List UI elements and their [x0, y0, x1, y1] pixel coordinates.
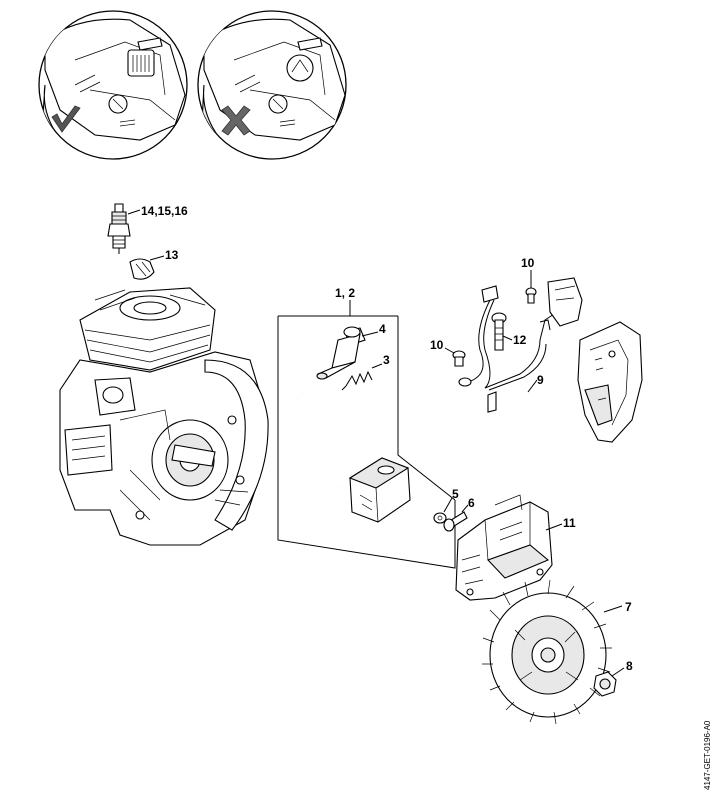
ignition-module: [284, 381, 411, 523]
engine-crankcase: [59, 287, 269, 546]
callout-plug-boot: 13: [165, 248, 179, 262]
callout-screw-top: 10: [521, 256, 535, 270]
screw-left: [444, 347, 466, 367]
spark-plug: [107, 203, 141, 254]
callout-spring: 3: [383, 353, 390, 367]
callout-spark-plug: 14,15,16: [141, 204, 188, 218]
callout-screw: 6: [468, 496, 475, 510]
callout-wire-harness: 9: [537, 373, 544, 387]
flywheel: [482, 579, 623, 725]
plug-boot: [129, 255, 165, 280]
callout-ignition-kit: 1, 2: [335, 286, 355, 300]
module-housing: [455, 494, 563, 601]
contact-spring: [341, 363, 383, 391]
ignition-boot: [316, 326, 379, 380]
bolt: [491, 312, 513, 351]
inset-incorrect: [197, 10, 347, 160]
callout-nut: 8: [626, 659, 633, 673]
flywheel-nut: [593, 667, 625, 697]
callout-bolt: 12: [513, 333, 527, 347]
callout-screw-left: 10: [430, 338, 444, 352]
side-cover: [577, 321, 643, 443]
check-mark-icon: [51, 105, 81, 133]
callout-boot: 4: [379, 322, 386, 336]
screw-top: [525, 270, 537, 304]
ignition-kit-bracket: [277, 300, 456, 569]
callout-flywheel: 7: [625, 600, 632, 614]
washer: [433, 497, 453, 524]
inset-correct: [38, 10, 188, 160]
callout-washer: 5: [452, 487, 459, 501]
cross-mark-icon: [221, 105, 251, 136]
wire-harness: [458, 277, 583, 413]
screw: [443, 504, 469, 532]
document-id: 4147-GET-0196-A0: [703, 720, 712, 790]
callout-housing: 11: [563, 516, 576, 530]
